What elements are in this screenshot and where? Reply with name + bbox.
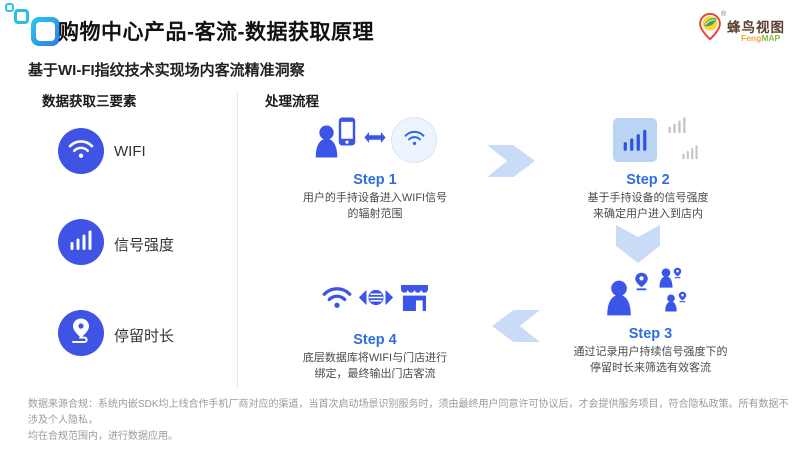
brand-square-icon [14, 9, 29, 24]
step4-description: 底层数据库将WIFI与门店进行 绑定，最终输出门店客流 [302, 352, 448, 380]
person-icon [313, 125, 340, 163]
brand-square-icon [31, 17, 60, 46]
signal-bars-gray-icon [681, 144, 699, 165]
factor-label-dwell: 停留时长 [114, 328, 175, 345]
wifi-icon [68, 138, 94, 165]
wifi-factor-badge [58, 128, 104, 174]
fengmap-pin-icon [699, 12, 721, 45]
step1-description: 用户的手持设备进入WIFI信号 的辐射范围 [302, 192, 448, 220]
step3-graphic [586, 266, 716, 322]
signal-bars-gray-icon [667, 116, 687, 139]
registered-mark: ® [721, 11, 727, 18]
location-pin-icon [634, 272, 649, 296]
double-arrow-icon [364, 131, 386, 149]
step4-label: Step 4 [353, 332, 397, 348]
flow-heading: 处理流程 [265, 94, 319, 109]
signal-strength-composition [593, 114, 703, 166]
step1-label: Step 1 [353, 172, 397, 188]
selected-signal-tile [613, 118, 657, 162]
page-title: 购物中心产品-客流-数据获取原理 [58, 21, 374, 44]
vertical-divider [237, 92, 238, 388]
flow-step-3: Step 3 通过记录用户持续信号强度下的 停留时长来筛选有效客流 [558, 266, 743, 377]
step2-graphic [558, 112, 738, 168]
signal-bars-icon [69, 229, 93, 256]
bind-database-arrows-icon [357, 287, 395, 313]
wifi-signal-bubble [391, 117, 437, 163]
step3-description: 通过记录用户持续信号强度下的 停留时长来筛选有效客流 [573, 346, 728, 374]
factor-label-signal: 信号强度 [114, 237, 175, 254]
store-icon [400, 284, 429, 316]
flow-step-2: Step 2 基于手持设备的信号强度 来确定用户进入到店内 [558, 112, 738, 223]
person-icon [664, 294, 678, 317]
person-icon [658, 268, 674, 293]
step1-graphic [285, 112, 465, 168]
signal-bars-icon [623, 129, 647, 151]
factor-label-wifi: WIFI [114, 143, 146, 160]
flow-step-4: Step 4 底层数据库将WIFI与门店进行 绑定，最终输出门店客流 [285, 272, 465, 383]
step2-label: Step 2 [626, 172, 670, 188]
dwell-factor-badge [58, 310, 104, 356]
location-pin-icon [678, 290, 687, 308]
person-icon [604, 280, 634, 321]
slide-subtitle: 基于WI-FI指纹技术实现场内客流精准洞察 [28, 62, 305, 79]
arrow-left-icon [492, 310, 540, 342]
phone-icon [338, 117, 356, 151]
brand-square-icon [5, 3, 14, 12]
compliance-disclaimer: 数据来源合规：系统内嵌SDK均上线合作手机厂商对应的渠道，当首次启动场景识别服务… [28, 399, 789, 442]
step3-label: Step 3 [628, 326, 673, 342]
sidebar-heading: 数据获取三要素 [42, 94, 137, 109]
wifi-icon [404, 129, 425, 152]
location-pin-icon [673, 266, 682, 284]
brand-name: 蜂鸟视图 [727, 20, 785, 35]
brand-subtitle: FengMAP [741, 33, 781, 43]
dwell-pin-icon [69, 318, 93, 349]
arrow-down-icon [616, 225, 660, 263]
wifi-icon [322, 285, 352, 315]
signal-factor-badge [58, 219, 104, 265]
step4-graphic [285, 272, 465, 328]
arrow-right-icon [487, 145, 535, 177]
flow-step-1: Step 1 用户的手持设备进入WIFI信号 的辐射范围 [285, 112, 465, 223]
step2-description: 基于手持设备的信号强度 来确定用户进入到店内 [587, 192, 709, 220]
user-with-phone-icon [313, 117, 359, 163]
